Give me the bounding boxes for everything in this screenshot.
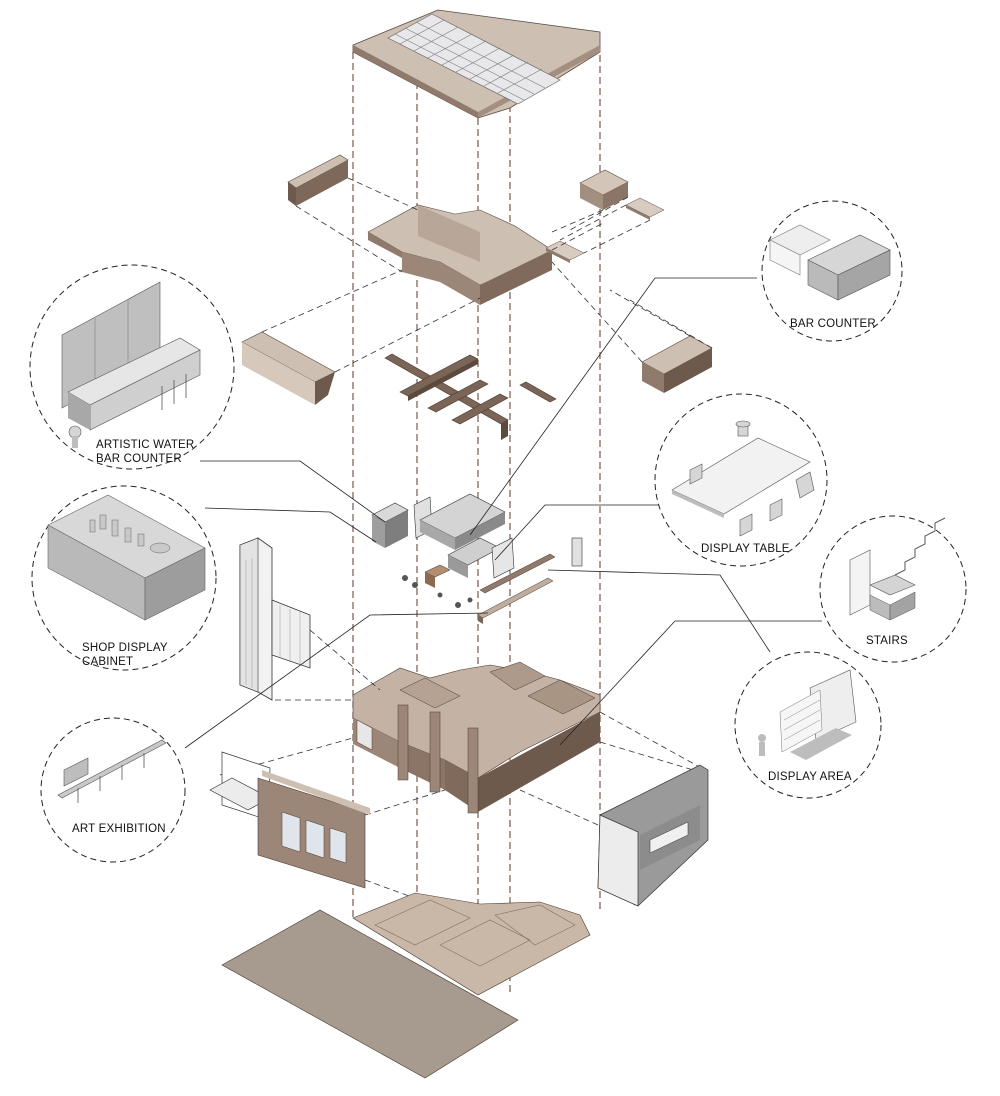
beam-layer-connectors [261,261,713,373]
skylight-grid [387,13,561,105]
upper-wall-blocks [287,154,665,305]
furniture-cluster [371,493,583,624]
callout-label-artistic-water-line1: ARTISTIC WATER [96,439,194,451]
callout-label-bar-counter: BAR COUNTER [790,318,876,330]
callout-label-art-exhibition: ART EXHIBITION [72,823,166,835]
callout-display-table: DISPLAY TABLE [654,393,828,567]
right-facade [597,764,709,907]
ground-floor-walls [352,661,601,814]
callout-leaders [184,277,822,749]
callout-art-exhibition: ART EXHIBITION [40,717,186,863]
roof-slab [352,9,601,119]
callout-display-area: DISPLAY AREA [734,651,882,799]
callout-artistic-water-bar: ARTISTIC WATER BAR COUNTER [29,264,235,470]
callout-label-shop-display-line2: CABINET [82,656,133,668]
callout-stairs: STAIRS [819,515,967,663]
callout-bar-counter: BAR COUNTER [761,200,903,342]
left-partition-panels [239,537,311,701]
callout-label-display-area: DISPLAY AREA [768,771,852,783]
callout-label-display-table: DISPLAY TABLE [701,543,790,555]
left-facade [209,751,370,889]
layer2-connectors [295,177,651,273]
base-floor [221,892,591,1079]
beam-layer [241,331,713,440]
callout-label-shop-display-line1: SHOP DISPLAY [82,642,168,654]
callout-label-artistic-water-line2: BAR COUNTER [96,453,182,465]
callout-shop-display-cabinet: SHOP DISPLAY CABINET [31,485,217,671]
callout-label-stairs: STAIRS [866,635,908,647]
